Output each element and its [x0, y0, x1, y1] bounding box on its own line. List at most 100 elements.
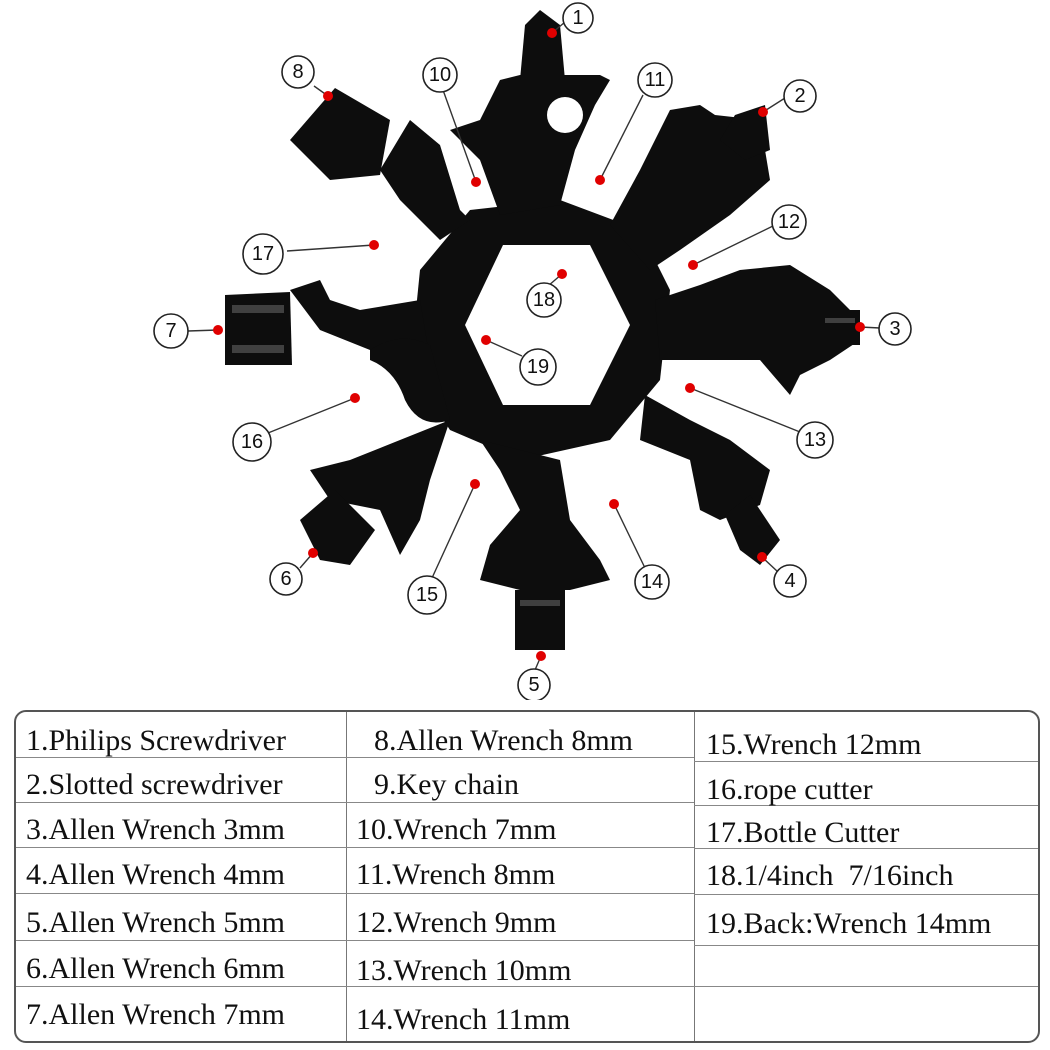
legend-item-13: 13.Wrench 10mm: [356, 954, 572, 987]
callout-5-circle: [517, 668, 551, 700]
rope-cutter-hook: [370, 338, 450, 423]
legend-row: 17.Bottle Cutter: [694, 806, 1038, 849]
legend-item-11: 11.Wrench 8mm: [356, 858, 556, 891]
callout-2-circle: [783, 79, 817, 113]
bit-4-hex: [725, 495, 780, 565]
marker-12: [688, 260, 698, 270]
callout-3-label: 3: [889, 318, 900, 340]
legend-row: 1.Philips Screwdriver: [16, 712, 346, 758]
legend-item-8: 8.Allen Wrench 8mm: [374, 724, 634, 757]
callout-14-label: 14: [641, 571, 663, 593]
marker-10: [471, 177, 481, 187]
callout-13-label: 13: [804, 429, 826, 451]
legend-row: 15.Wrench 12mm: [694, 712, 1038, 762]
legend-item-19: 19.Back:Wrench 14mm: [706, 907, 992, 940]
bit-7-hex: [225, 292, 292, 365]
callout-circles: [153, 2, 912, 700]
bit-2-slotted: [720, 105, 770, 160]
callout-10-label: 10: [429, 64, 451, 86]
bit-1-philips: [520, 10, 565, 80]
arm-bottom-right: [640, 395, 770, 520]
callout-6-circle: [269, 562, 303, 596]
arm-top: [450, 75, 610, 215]
marker-1: [547, 28, 557, 38]
bit-5-hex: [515, 590, 565, 650]
marker-17: [369, 240, 379, 250]
legend-row: 14.Wrench 11mm: [346, 987, 694, 1041]
legend-column-1: 1.Philips Screwdriver 2.Slotted screwdri…: [16, 712, 347, 1041]
legend-item-9: 9.Key chain: [374, 768, 519, 801]
snowflake-multitool-diagram: 1 2 3 4 5 6 7 8 10 11 12 13 14 15 16 17 …: [153, 2, 912, 700]
legend-item-17: 17.Bottle Cutter: [706, 816, 900, 849]
callout-17-circle: [242, 233, 284, 275]
callout-13-circle: [796, 421, 834, 459]
callout-16-label: 16: [241, 431, 263, 453]
legend-item-2: 2.Slotted screwdriver: [26, 768, 283, 801]
legend-item-5: 5.Allen Wrench 5mm: [26, 906, 286, 939]
legend-column-3: 15.Wrench 12mm 16.rope cutter 17.Bottle …: [694, 712, 1038, 1041]
arm-top-left: [380, 120, 470, 240]
callout-11-label: 11: [645, 69, 666, 91]
callout-18-circle: [526, 282, 562, 318]
marker-6: [308, 548, 318, 558]
callout-4-label: 4: [784, 570, 795, 592]
callout-1-circle: [562, 2, 594, 34]
legend-item-7: 7.Allen Wrench 7mm: [26, 998, 286, 1031]
legend-row: 5.Allen Wrench 5mm: [16, 894, 346, 941]
legend-item-1: 1.Philips Screwdriver: [26, 724, 286, 757]
callout-17-label: 17: [252, 243, 274, 265]
marker-11: [595, 175, 605, 185]
legend-item-10: 10.Wrench 7mm: [356, 813, 557, 846]
legend-row: 4.Allen Wrench 4mm: [16, 848, 346, 894]
callout-16-circle: [232, 422, 272, 462]
callout-8-circle: [281, 55, 315, 89]
legend-item-14: 14.Wrench 11mm: [356, 1003, 571, 1036]
marker-2: [758, 107, 768, 117]
legend-row: 8.Allen Wrench 8mm: [346, 712, 694, 758]
key-chain-hole: [547, 97, 583, 133]
callout-12-label: 12: [778, 211, 800, 233]
callout-14-circle: [634, 564, 670, 600]
legend-item-18: 18.1/4inch 7/16inch: [706, 859, 954, 892]
markers: [213, 28, 865, 661]
legend-row: 6.Allen Wrench 6mm: [16, 941, 346, 987]
arm-bottom-left: [310, 420, 450, 555]
legend-item-16: 16.rope cutter: [706, 773, 873, 806]
callout-11-circle: [637, 62, 673, 98]
legend-row-empty: [694, 946, 1038, 987]
legend-item-4: 4.Allen Wrench 4mm: [26, 858, 286, 891]
marker-18: [557, 269, 567, 279]
callout-12-circle: [771, 204, 807, 240]
legend-row: 18.1/4inch 7/16inch: [694, 849, 1038, 895]
callout-2-label: 2: [794, 85, 805, 107]
legend-row: 9.Key chain: [346, 758, 694, 803]
legend-row: 3.Allen Wrench 3mm: [16, 803, 346, 848]
bit-6-hex: [300, 490, 375, 565]
legend-row: 7.Allen Wrench 7mm: [16, 987, 346, 1041]
callout-3-circle: [878, 312, 912, 346]
callout-5-label: 5: [528, 674, 539, 696]
marker-3: [855, 322, 865, 332]
callout-4-circle: [773, 564, 807, 598]
legend-row: 19.Back:Wrench 14mm: [694, 895, 1038, 946]
legend-row: 11.Wrench 8mm: [346, 848, 694, 894]
legend-row: 13.Wrench 10mm: [346, 941, 694, 987]
callout-7-circle: [153, 313, 189, 349]
callout-15-circle: [407, 575, 447, 615]
callout-1-label: 1: [572, 7, 583, 29]
marker-19: [481, 335, 491, 345]
marker-8: [323, 91, 333, 101]
bit-8-hex: [290, 88, 390, 180]
callout-10-circle: [422, 57, 458, 93]
marker-4: [757, 552, 767, 562]
arm-bottom: [480, 440, 610, 590]
bit-highlights: [232, 305, 855, 606]
callout-18-label: 18: [533, 289, 555, 311]
legend-item-6: 6.Allen Wrench 6mm: [26, 952, 286, 985]
snowflake-tool: [225, 10, 860, 650]
callout-19-circle: [519, 348, 557, 386]
arm-right: [655, 265, 860, 395]
callout-7-label: 7: [165, 320, 176, 342]
bit-3-hex: [820, 310, 860, 345]
callout-8-label: 8: [292, 61, 303, 83]
